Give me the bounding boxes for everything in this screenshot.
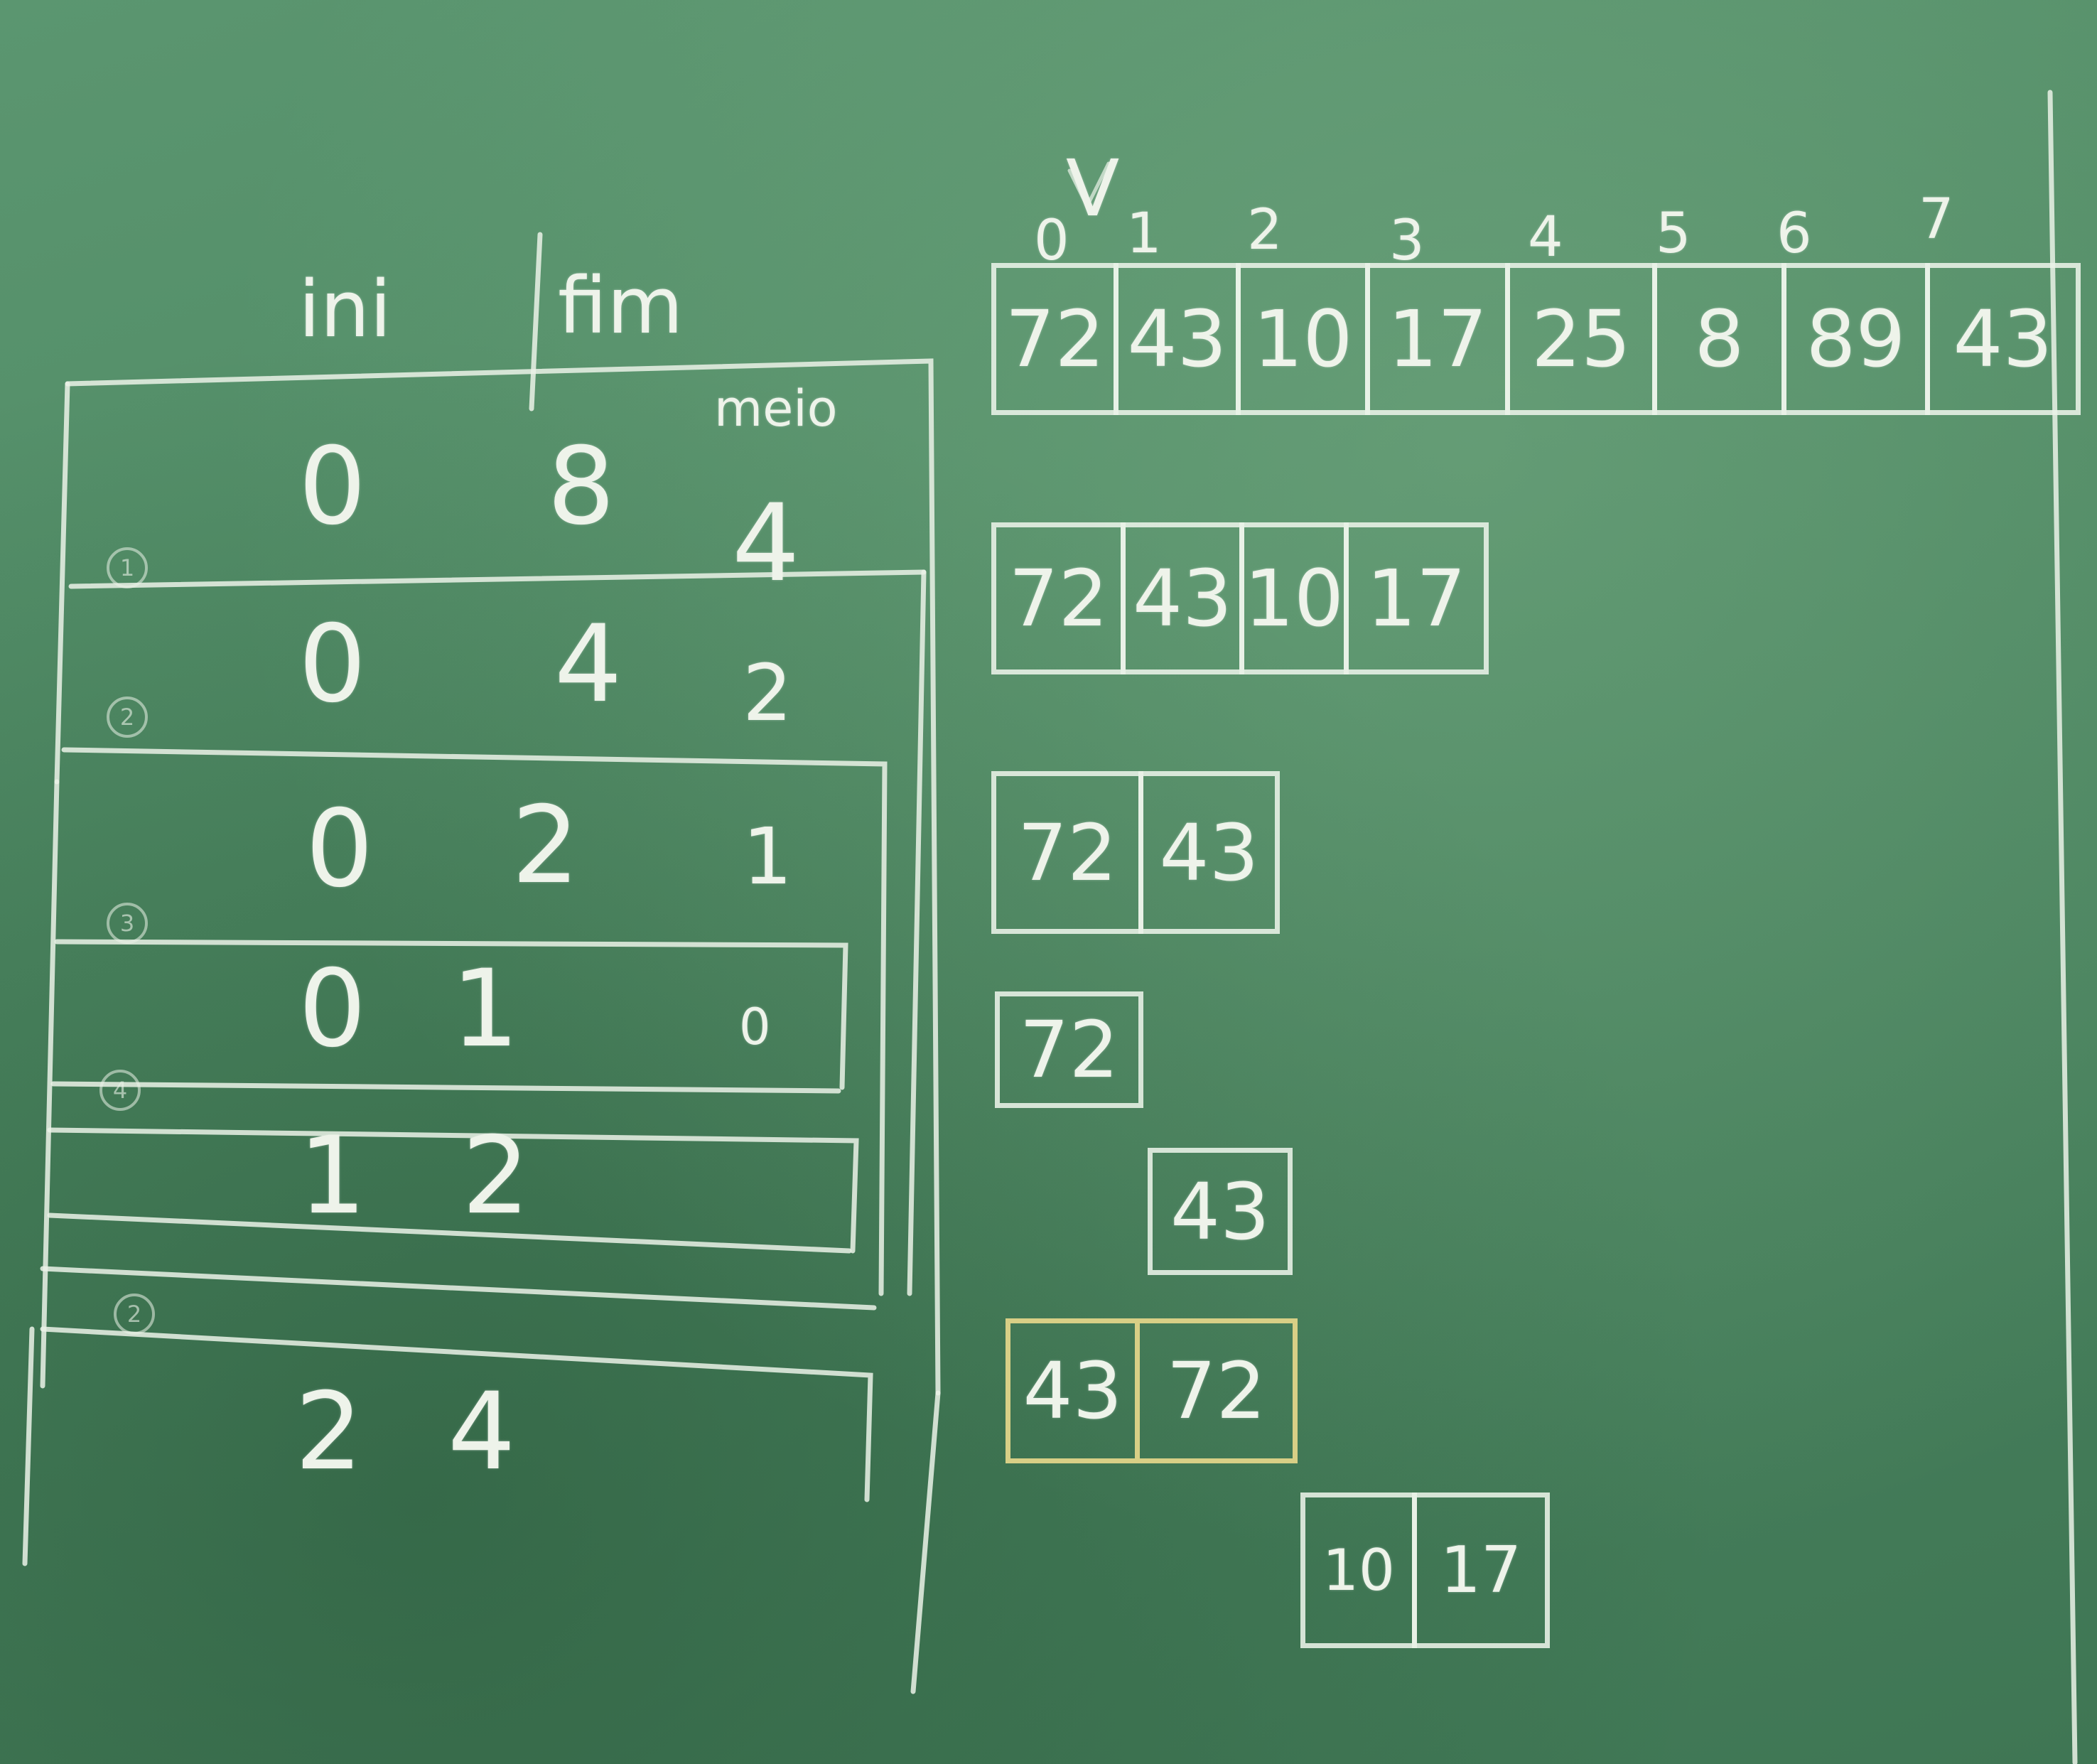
vector-cell-6: 89 xyxy=(1781,263,1930,415)
vector-cell-4: 25 xyxy=(1505,263,1657,415)
subarray-quarter: 72 43 xyxy=(991,771,1280,934)
subarray-cell: 10 xyxy=(1239,522,1349,674)
subarray-cell: 43 xyxy=(1006,1318,1140,1463)
subarray-cell: 17 xyxy=(1412,1493,1550,1648)
vector-cell-2: 10 xyxy=(1236,263,1370,415)
subarray-cell: 43 xyxy=(1148,1148,1293,1275)
row4-ini: 0 xyxy=(298,947,367,1071)
vector-cell-0: 72 xyxy=(991,263,1118,415)
vector-cell-1: 43 xyxy=(1114,263,1241,415)
row6-marker: 2 xyxy=(114,1294,155,1335)
vector-cell-3: 17 xyxy=(1365,263,1510,415)
vector-cell-5: 8 xyxy=(1652,263,1786,415)
row2-meio: 2 xyxy=(743,647,792,738)
header-meio: meio xyxy=(714,380,838,438)
row1-meio: 4 xyxy=(732,482,800,606)
vector-index-7: 7 xyxy=(1919,188,1954,252)
subarray-single-a: 72 xyxy=(995,991,1143,1108)
header-fim: fim xyxy=(558,260,684,351)
subarray-cell: 17 xyxy=(1344,522,1489,674)
vector-index-0: 0 xyxy=(1034,209,1069,273)
vector-index-4: 4 xyxy=(1528,205,1563,269)
row2-ini: 0 xyxy=(298,603,367,726)
subarray-cell: 43 xyxy=(1121,522,1244,674)
subarray-cell: 72 xyxy=(991,771,1143,934)
row5-fim: 2 xyxy=(462,1114,530,1238)
row1-ini: 0 xyxy=(298,425,367,549)
row4-fim: 1 xyxy=(451,947,519,1071)
vector-index-1: 1 xyxy=(1126,202,1162,266)
subarray-cell: 72 xyxy=(1135,1318,1298,1463)
subarray-cell: 43 xyxy=(1138,771,1280,934)
subarray-single-b: 43 xyxy=(1148,1148,1293,1275)
row3-ini: 0 xyxy=(306,787,374,911)
subarray-merged: 43 72 xyxy=(1006,1318,1298,1463)
row4-meio: 0 xyxy=(739,998,771,1056)
row3-meio: 1 xyxy=(743,811,792,902)
subarray-cell: 72 xyxy=(991,522,1126,674)
row6-ini: 2 xyxy=(295,1370,363,1494)
row6-fim: 4 xyxy=(448,1370,516,1494)
row2-marker: 2 xyxy=(107,697,148,738)
subarray-cell: 72 xyxy=(995,991,1143,1108)
vector-cell-7: 43 xyxy=(1925,263,2081,415)
row3-fim: 2 xyxy=(512,784,580,908)
row5-ini: 1 xyxy=(298,1114,367,1238)
vector-index-2: 2 xyxy=(1247,198,1283,262)
subarray-half-left: 72 43 10 17 xyxy=(991,522,1489,674)
vector-index-5: 5 xyxy=(1656,202,1691,266)
row1-marker: 1 xyxy=(107,547,148,588)
row2-fim: 4 xyxy=(554,603,622,726)
subarray-pair-right: 10 17 xyxy=(1300,1493,1550,1648)
vector-name: V xyxy=(1066,143,1120,234)
row3-marker: 3 xyxy=(107,903,148,944)
row1-fim: 8 xyxy=(547,425,615,549)
vector-index-3: 3 xyxy=(1389,209,1425,273)
subarray-cell: 10 xyxy=(1300,1493,1417,1648)
vector-index-6: 6 xyxy=(1777,202,1812,266)
row4-marker: 4 xyxy=(99,1070,141,1111)
vector-array: 72 43 10 17 25 8 89 43 xyxy=(991,263,2081,415)
header-ini: ini xyxy=(298,264,392,355)
